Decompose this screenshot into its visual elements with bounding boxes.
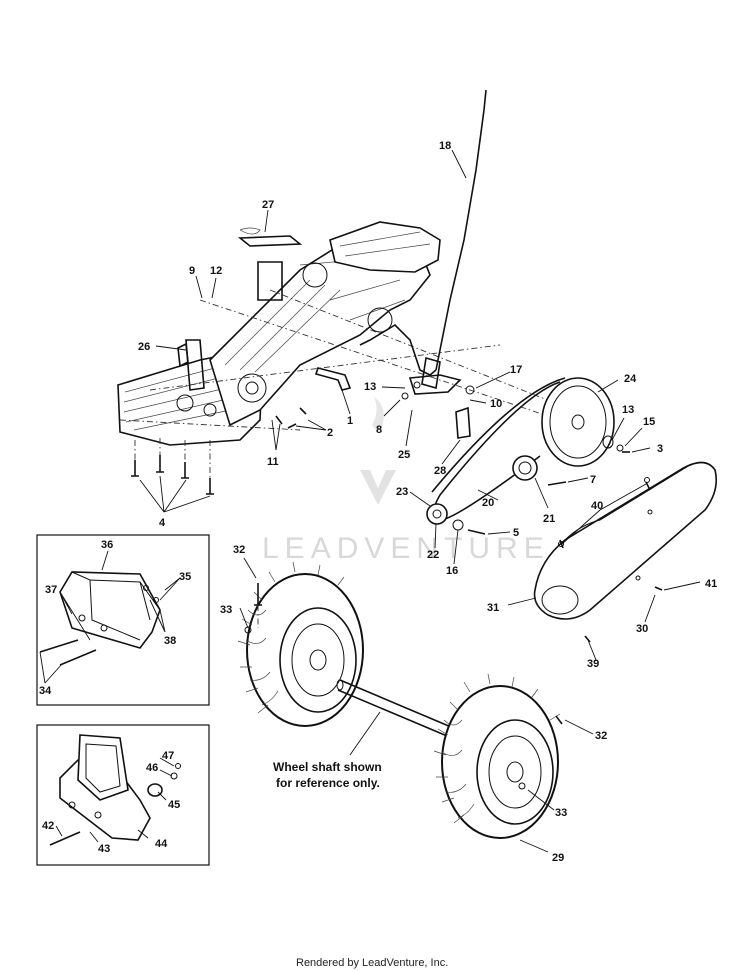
callout-37: 37: [45, 584, 57, 596]
callout-34: 34: [39, 685, 52, 697]
callout-5: 5: [513, 527, 519, 539]
callout-22: 22: [427, 549, 439, 561]
callout-28: 28: [434, 465, 446, 477]
callout-36: 36: [101, 539, 113, 551]
callout-2: 2: [327, 427, 333, 439]
callout-labels: 27 9 12 26 1 2 11 4 18 17 13 8 10 25 28 …: [39, 140, 717, 864]
callout-24: 24: [624, 373, 637, 385]
callout-7: 7: [590, 474, 596, 486]
callout-42: 42: [42, 820, 54, 832]
callout-16: 16: [446, 565, 458, 577]
callout-15: 15: [643, 416, 655, 428]
callout-17: 17: [510, 364, 522, 376]
callout-40: 40: [591, 500, 603, 512]
callout-29: 29: [552, 852, 564, 864]
callout-46: 46: [146, 762, 158, 774]
watermark-text: LEADVENTURE: [262, 532, 550, 565]
transmission-frame: [117, 221, 561, 495]
callout-13-right: 13: [622, 404, 634, 416]
inset-weight-box-2: [36, 724, 210, 866]
belt-cover: [533, 461, 718, 643]
callout-38: 38: [164, 635, 176, 647]
callout-45: 45: [168, 799, 180, 811]
callout-39: 39: [587, 658, 599, 670]
callout-33-right: 33: [555, 807, 567, 819]
callout-44: 44: [155, 838, 168, 850]
callout-30: 30: [636, 623, 648, 635]
callout-35: 35: [179, 571, 191, 583]
callout-3: 3: [657, 443, 663, 455]
note-line-2: for reference only.: [276, 776, 380, 790]
watermark: LEADVENTURE: [262, 397, 550, 565]
callout-20: 20: [482, 497, 494, 509]
callout-18: 18: [439, 140, 451, 152]
callout-26: 26: [138, 341, 150, 353]
callout-4: 4: [159, 517, 166, 529]
callout-25: 25: [398, 449, 410, 461]
callout-9: 9: [189, 265, 195, 277]
bolts: [131, 438, 214, 495]
callout-33-left: 33: [220, 604, 232, 616]
reference-note: Wheel shaft shown for reference only.: [273, 760, 382, 790]
callout-1: 1: [347, 415, 353, 427]
belt-drive: [426, 377, 630, 535]
callout-11: 11: [267, 456, 279, 468]
callout-31: 31: [487, 602, 499, 614]
inset-weight-box: [36, 534, 210, 706]
callout-13-left: 13: [364, 381, 376, 393]
callout-43: 43: [98, 843, 110, 855]
leader-lines: [39, 149, 701, 853]
callout-47: 47: [162, 750, 174, 762]
callout-23: 23: [396, 486, 408, 498]
control-cable: [359, 89, 487, 439]
wheel-assembly: [237, 561, 563, 839]
callout-10: 10: [490, 398, 502, 410]
callout-21: 21: [543, 513, 555, 525]
callout-32-right: 32: [595, 730, 607, 742]
callout-27: 27: [262, 199, 274, 211]
callout-32-left: 32: [233, 544, 245, 556]
footer-credit: Rendered by LeadVenture, Inc.: [296, 957, 448, 969]
note-line-1: Wheel shaft shown: [273, 760, 382, 774]
callout-12: 12: [210, 265, 222, 277]
callout-8: 8: [376, 424, 382, 436]
callout-41: 41: [705, 578, 717, 590]
